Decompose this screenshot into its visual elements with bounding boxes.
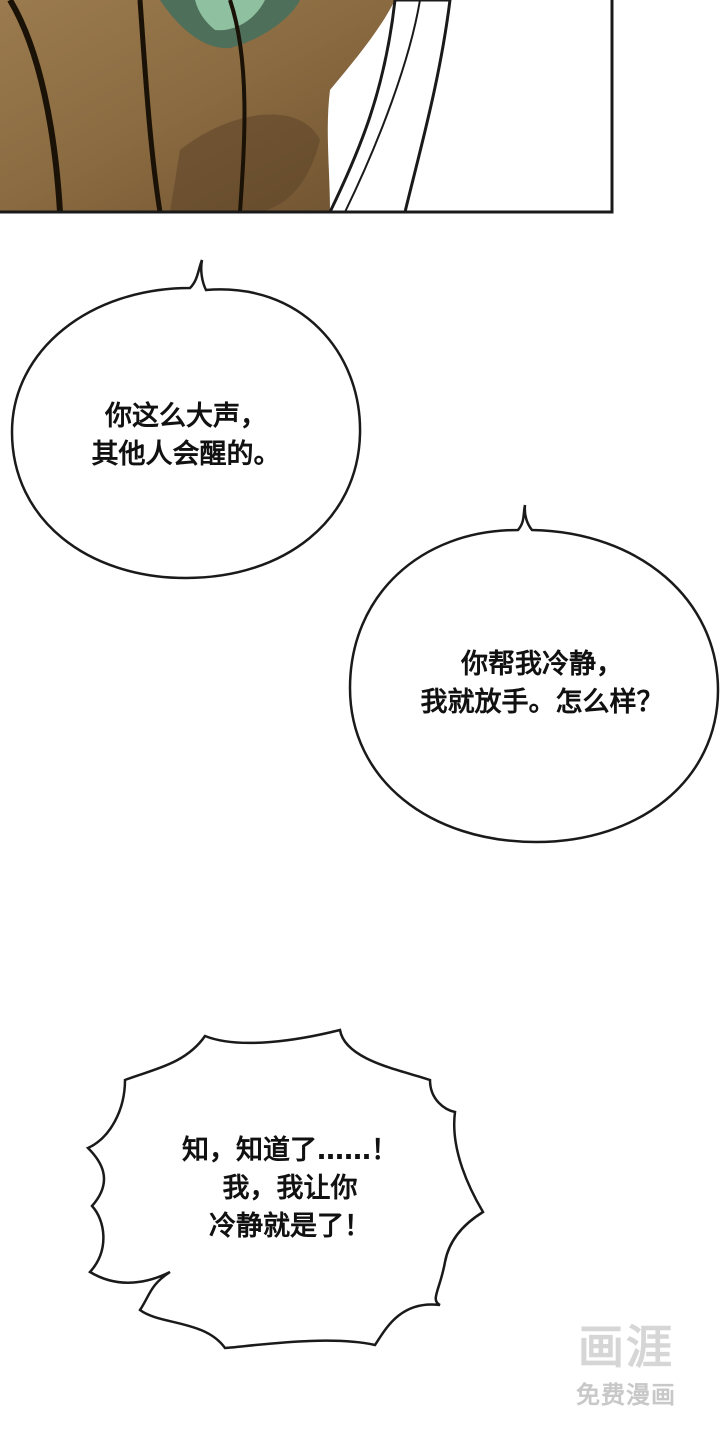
speech-bubble-1 (10, 259, 362, 580)
speech-bubble-2 (348, 504, 720, 844)
speech-bubble-3 (85, 1028, 485, 1350)
speech-bubble-2-text: 你帮我冷静， 我就放手。怎么样？ (392, 646, 692, 722)
dialogue-line: 知，知道了……！ (182, 1135, 398, 1166)
dialogue-line: 其他人会醒的。 (91, 439, 281, 470)
speech-bubble-1-text: 你这么大声， 其他人会醒的。 (66, 398, 306, 474)
hair-strand (137, 0, 163, 213)
collar-fold (344, 0, 421, 213)
dialogue-line: 你这么大声， (105, 401, 267, 432)
speech-bubble-3-text: 知，知道了……！ 我，我让你 冷静就是了！ (150, 1132, 430, 1246)
face-shadow (170, 114, 320, 212)
eye-iris (195, 0, 265, 31)
panel-border (0, 0, 614, 214)
dialogue-line: 我，我让你 (222, 1173, 358, 1204)
hair-strand (7, 0, 63, 213)
hair-strand (228, 0, 247, 213)
watermark-logo: 画涯 免费漫画 (566, 1318, 686, 1418)
dialogue-line: 你帮我冷静， (461, 649, 623, 680)
dialogue-line: 我就放手。怎么样？ (420, 687, 664, 718)
dialogue-line: 冷静就是了！ (209, 1211, 371, 1242)
watermark-title: 画涯 (578, 1320, 674, 1374)
watermark-subtitle: 免费漫画 (576, 1381, 676, 1409)
